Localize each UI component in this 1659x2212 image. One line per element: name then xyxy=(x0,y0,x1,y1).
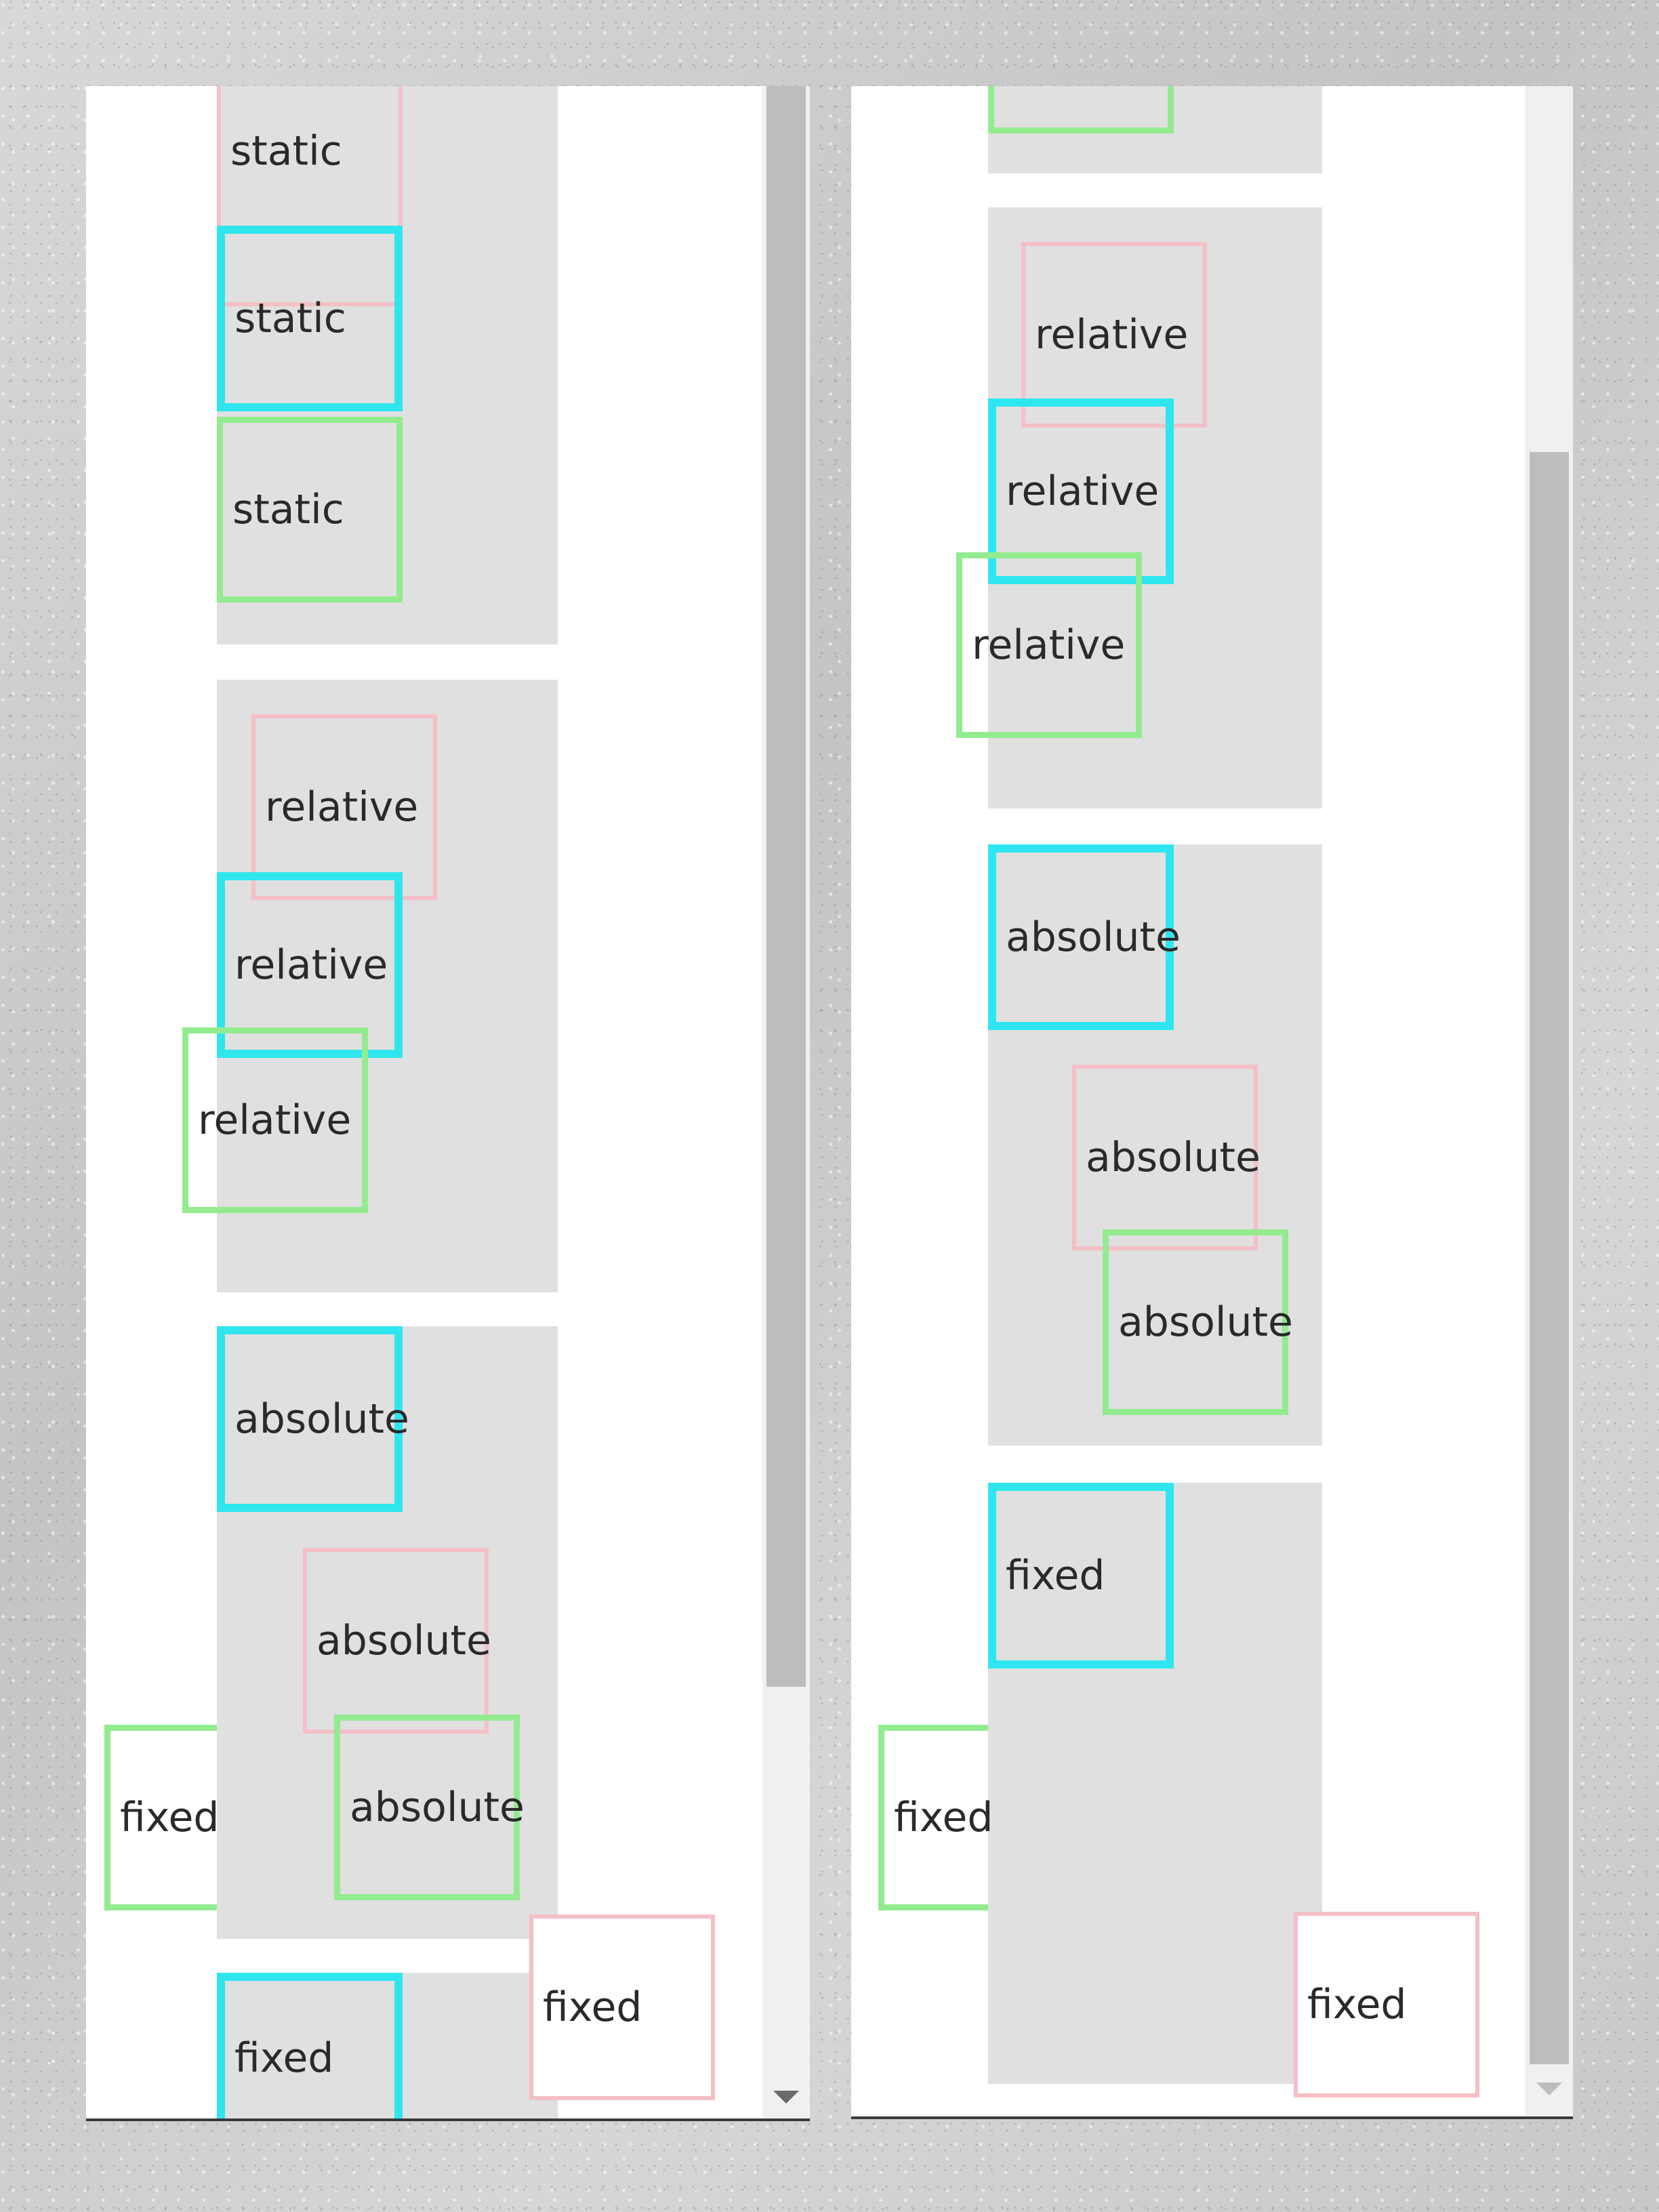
absolute-box: absolute xyxy=(1072,1065,1261,1250)
relative-box: relative xyxy=(1021,242,1207,428)
fixed-box: fixed xyxy=(878,1725,993,1910)
scrollbar-track[interactable] xyxy=(762,86,810,2118)
left-panel-bottom-border xyxy=(86,2118,810,2121)
static-group xyxy=(217,86,558,644)
static-box: static xyxy=(217,417,403,602)
static-box: static xyxy=(217,86,403,306)
right-panel-bottom-border xyxy=(851,2116,1573,2119)
relative-group xyxy=(217,680,558,1292)
absolute-group xyxy=(988,844,1322,1446)
left-panel[interactable]: static static static relative relative r… xyxy=(86,86,810,2118)
static-box: static xyxy=(217,226,403,411)
scrollbar-thumb[interactable] xyxy=(1530,452,1569,2064)
scrollbar-thumb[interactable] xyxy=(766,86,806,1687)
fixed-box: fixed xyxy=(217,1973,403,2118)
fixed-box: fixed xyxy=(1294,1912,1479,2097)
absolute-box: absolute xyxy=(217,1326,409,1512)
scroll-down-arrow-icon[interactable] xyxy=(773,2091,799,2104)
relative-box: relative xyxy=(217,872,403,1058)
scroll-down-arrow-icon[interactable] xyxy=(1536,2083,1562,2095)
fixed-box: fixed xyxy=(529,1914,715,2100)
right-panel[interactable]: relative relative relative absolute abso… xyxy=(851,86,1573,2118)
absolute-box: absolute xyxy=(303,1548,491,1734)
fixed-box: fixed xyxy=(988,1483,1174,1668)
absolute-box: absolute xyxy=(988,844,1181,1030)
fixed-box: fixed xyxy=(104,1725,219,1910)
relative-box: relative xyxy=(956,552,1142,738)
absolute-box: absolute xyxy=(1103,1229,1293,1415)
fixed-group xyxy=(217,1973,558,2118)
absolute-group xyxy=(217,1326,558,1939)
static-box-partial xyxy=(988,86,1174,134)
fixed-group xyxy=(988,1483,1322,2084)
relative-group xyxy=(988,207,1322,808)
relative-box: relative xyxy=(251,714,437,900)
absolute-box: absolute xyxy=(334,1715,525,1900)
scrollbar-track[interactable] xyxy=(1525,86,1573,2118)
relative-box: relative xyxy=(182,1027,368,1213)
relative-box: relative xyxy=(988,398,1174,584)
